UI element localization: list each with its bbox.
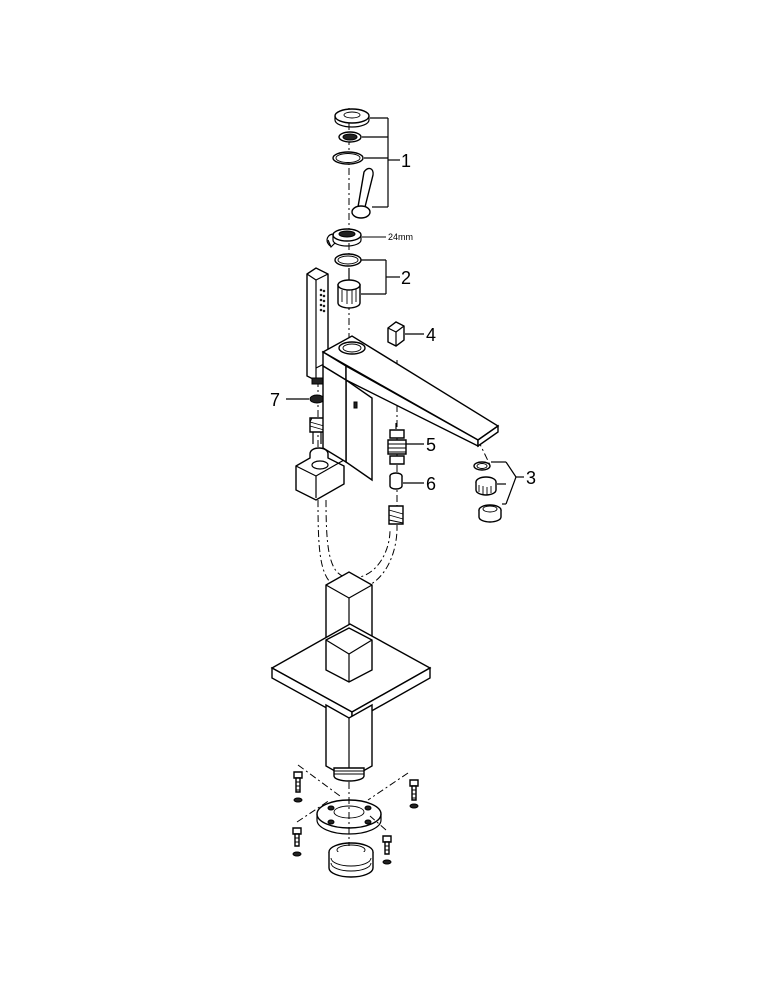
nut-24mm [326, 228, 362, 249]
screw-bottom-right [382, 835, 392, 865]
floor-adapter [328, 842, 374, 878]
hose-line-2 [325, 499, 391, 579]
part-1-handle-group [332, 108, 374, 219]
callout-4: 4 [426, 325, 436, 345]
part-5-diverter [387, 423, 407, 465]
wrench-size-label: 24mm [388, 232, 413, 242]
part-7-washer [309, 394, 325, 404]
part-2-cartridge-group [334, 253, 362, 309]
screw-top-right [409, 779, 419, 809]
wall-holder-bracket [295, 447, 345, 501]
base-pipe [325, 703, 373, 782]
callout-1-bracket [362, 117, 400, 208]
callout-7: 7 [270, 390, 280, 410]
spout-hose-nut [388, 505, 404, 525]
callout-6: 6 [426, 474, 436, 494]
callout-3-bracket [491, 461, 524, 505]
screw-alignment-lines [296, 764, 409, 846]
screw-bottom-left [292, 827, 302, 857]
part-6-connector [389, 472, 403, 490]
callout-3: 3 [526, 468, 536, 488]
callout-2: 2 [401, 268, 411, 288]
callout-2-bracket [361, 259, 400, 295]
spout-body [321, 335, 500, 482]
callout-1: 1 [401, 151, 411, 171]
part-3-aerator-group [473, 461, 502, 523]
screw-top-left [293, 771, 303, 803]
callout-5: 5 [426, 435, 436, 455]
hose-nut [309, 417, 325, 444]
floor-plate [270, 623, 432, 724]
